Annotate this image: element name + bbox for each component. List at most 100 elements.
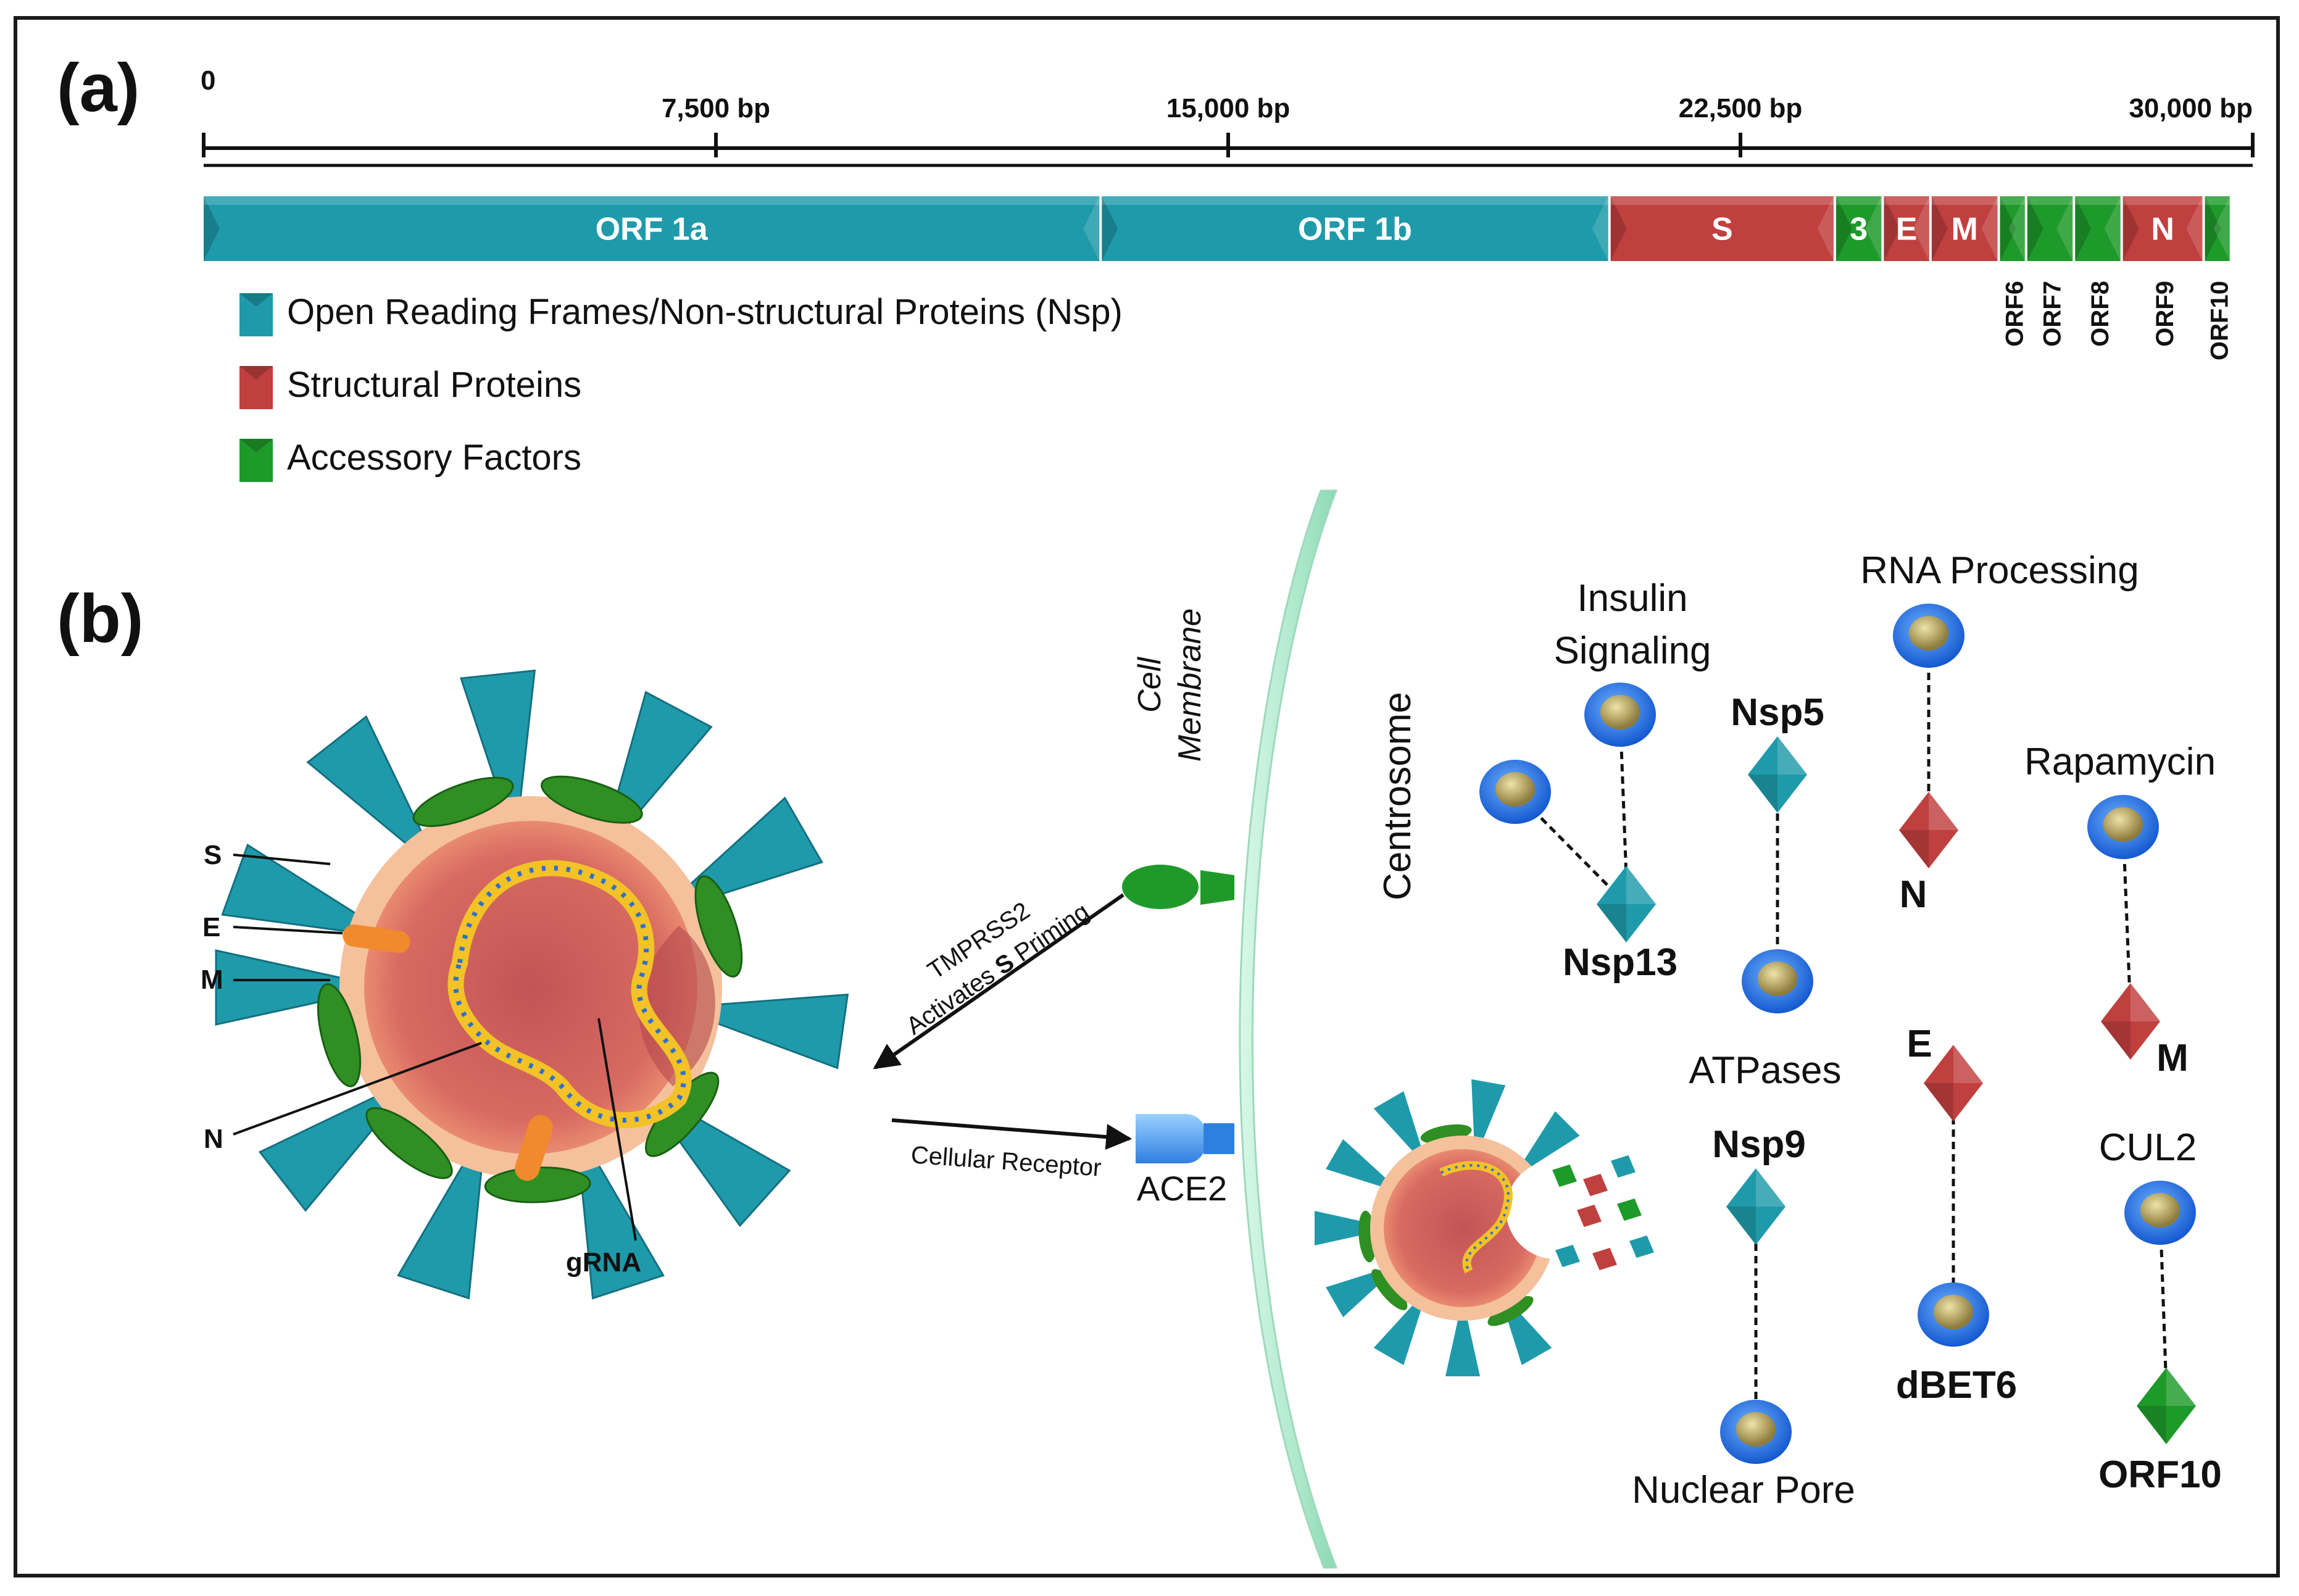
host-protein [1893,604,1964,668]
gene-label: E [1896,212,1918,247]
small-orf-label: ORF8 [2087,281,2114,347]
rapamycin-label: Rapamycin [2024,741,2216,783]
gene-label: 3 [1850,212,1868,247]
viral-protein [1597,866,1656,942]
panel-b-label: (b) [57,581,143,657]
gene-segment [2000,196,2025,261]
receptor-arrow [891,1118,1133,1150]
spike-protein [221,843,361,934]
legend-label: Open Reading Frames/Non-structural Prote… [287,292,1123,332]
ace2-anchor [1204,1123,1234,1154]
small-orf-label: ORF6 [2002,281,2029,347]
host-protein [1720,1400,1792,1464]
host-protein [1742,949,1813,1013]
svg-text:Membrane: Membrane [1172,609,1208,762]
tmprss2-anchor [1200,870,1234,905]
spike-protein [578,1160,665,1300]
panel-a-label: (a) [57,50,139,126]
viral-protein [1924,1045,1983,1121]
scale-tick-label: 30,000 bp [2129,93,2253,123]
small-orf-label-group: ORF8 [2087,281,2114,347]
small-virion [1315,1079,1654,1376]
figure-frame [14,16,2280,1577]
gene-label: ORF 1a [596,212,709,247]
virion-leaders [233,854,637,1241]
virion-label-m: M [201,965,223,995]
atpases-label: ATPases [1689,1049,1842,1092]
spike-protein [306,715,425,849]
gene-segment: S [1610,196,1834,261]
small-spike [1326,1139,1387,1187]
small-orf-label-group: ORF7 [2039,281,2066,347]
cul2-label: CUL2 [2099,1126,2197,1169]
receptor-label-group: Cellular Receptor [910,1141,1102,1181]
tmprss2-label: TMPRSS2 Activates S Priming [902,897,1094,1040]
gene-segment [2075,196,2121,261]
tmprss2-protease [1122,865,1199,909]
viral-protein [1748,736,1807,813]
small-orf-label-group: ORF6 [2002,281,2029,347]
legend-label: Structural Proteins [287,365,581,405]
m-protein [694,875,743,978]
scale-tick-label: 7,500 bp [662,93,770,123]
interaction-network [1479,604,2196,1464]
small-spike [1373,1303,1422,1365]
e-label: E [1906,1023,1932,1065]
small-orf-label: ORF9 [2151,281,2179,347]
host-protein [1479,760,1551,824]
protein-fragment [1592,1247,1617,1271]
m-protein [365,1107,453,1179]
n-label: N [1900,873,1927,916]
viral-proteins [1597,736,2196,1444]
svg-text:Cellular Receptor: Cellular Receptor [910,1141,1102,1181]
legend-swatch [239,439,273,482]
small-orf-label: ORF10 [2206,281,2234,360]
virion-label-s: S [204,840,222,870]
protein-fragment [1555,1244,1580,1268]
m-protein [317,983,362,1087]
scale-tick-label: 15,000 bp [1166,93,1291,123]
virion-core [364,821,697,1154]
gene-segment: M [1931,196,1998,261]
small-spike [1326,1269,1387,1318]
e-protein [515,1115,553,1181]
small-orf-labels: ORF6 ORF7 ORF8 ORF9 ORF10 [2002,281,2234,360]
centrosome-label: Centrosome [1376,692,1419,900]
small-spike [1503,1303,1552,1365]
legend-item: Open Reading Frames/Non-structural Prote… [239,292,1123,336]
small-spike [1523,1111,1580,1168]
host-protein [1918,1282,1989,1347]
host-proteins [1479,604,2196,1464]
membrane-proteins [317,775,743,1203]
insulin-label-1: Insulin [1577,577,1687,620]
genomic-rna-strand [453,865,686,1123]
viral-protein [1726,1168,1786,1245]
small-m-protein [1371,1269,1408,1311]
small-spike [1373,1091,1422,1153]
protein-fragment [1629,1235,1654,1258]
cell-membrane [1239,489,1338,1569]
rna-processing-label: RNA Processing [1860,549,2139,592]
legend-swatch [239,293,273,336]
virion-label-n: N [204,1124,223,1154]
protein-fragment [1577,1204,1602,1228]
legend-item: Structural Proteins [239,365,581,409]
protein-fragment [1583,1173,1608,1197]
scale-tick-label: 22,500 bp [1679,93,1803,123]
gene-label: M [1952,212,1978,247]
small-orf-label-group: ORF10 [2206,281,2234,360]
small-orf-label: ORF7 [2039,281,2066,347]
host-protein [2087,795,2159,859]
gene-segment: ORF 1b [1102,196,1608,261]
nuclear-pore-label: Nuclear Pore [1632,1469,1855,1511]
released-proteins [1552,1155,1654,1271]
gene-segment [2205,196,2230,261]
legend-swatch [239,366,273,409]
protein-fragment [1617,1198,1642,1221]
small-orf-label-group: ORF9 [2151,281,2179,347]
legend-item: Accessory Factors [239,438,581,482]
tmprss2-arrow [873,893,1125,1070]
virion-label-grna: gRNA [566,1247,641,1278]
